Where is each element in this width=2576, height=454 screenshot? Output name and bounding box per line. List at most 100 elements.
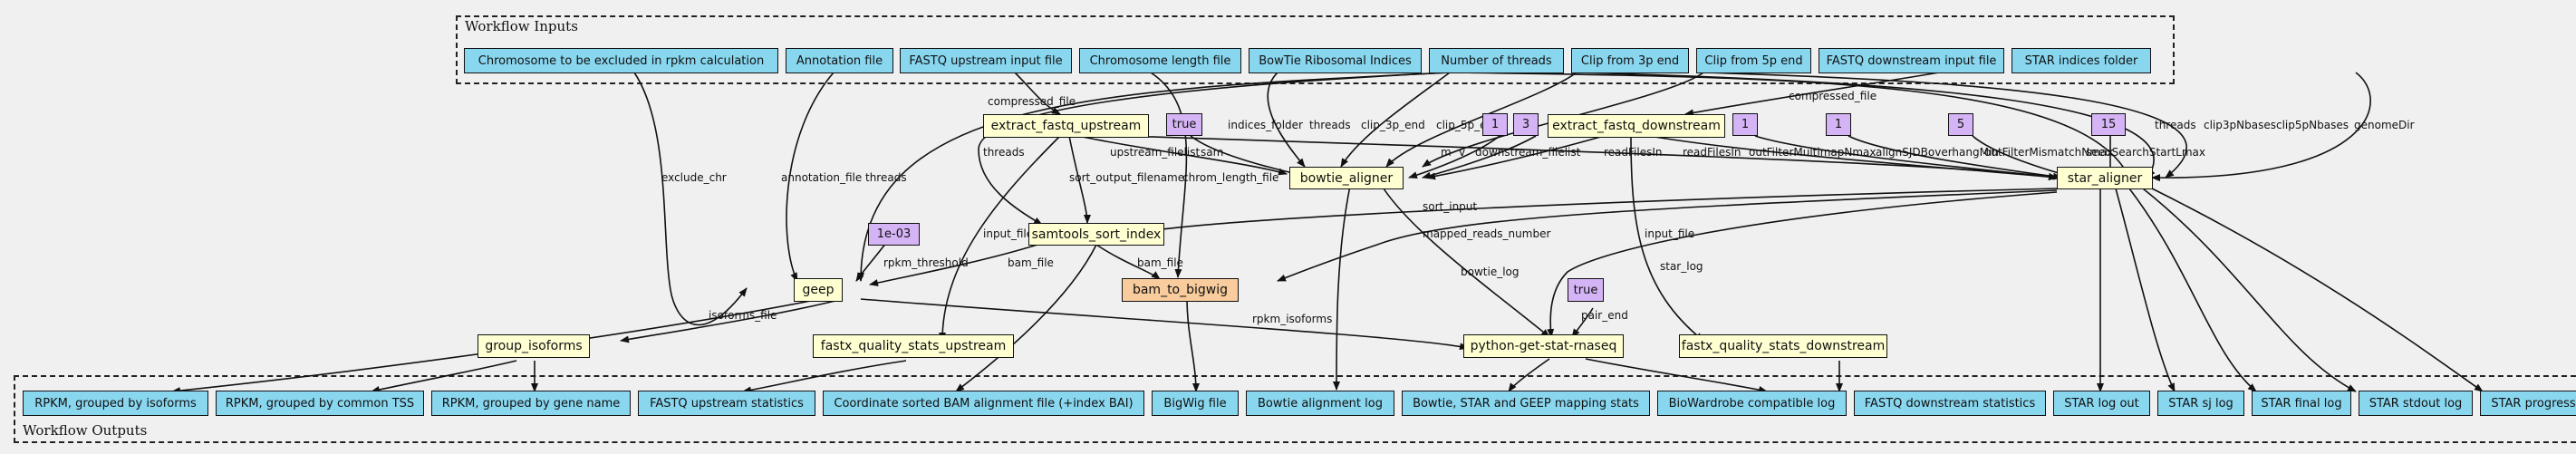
edge-group-tss <box>371 360 517 393</box>
label-threads-star: threads <box>2155 119 2196 131</box>
input-annotation-file[interactable]: Annotation file <box>786 48 893 73</box>
label-isoforms-file: isoforms_file <box>709 309 777 322</box>
label-input-file-down: input_file <box>1645 227 1694 240</box>
edge-bowtie-log-out <box>1333 185 1351 391</box>
edge-chrom-length <box>1150 72 1188 278</box>
label-indices-folder: indices_folder <box>1228 119 1303 131</box>
output-rpkm-gene[interactable]: RPKM, grouped by gene name <box>431 391 631 416</box>
label-chrom-length-file: chrom_length_file <box>1182 171 1278 184</box>
edge-m <box>1408 135 1500 179</box>
input-clip-5p[interactable]: Clip from 5p end <box>1696 48 1811 73</box>
value-alignsjdb[interactable]: 1 <box>1826 113 1851 136</box>
label-mapped-reads: mapped_reads_number <box>1423 227 1550 240</box>
label-bam-file-bw: bam_file <box>1137 256 1183 269</box>
value-seedsearch[interactable]: 15 <box>2091 113 2126 136</box>
edge-alignsjdb <box>1848 135 2062 180</box>
output-fastq-upstream-stats[interactable]: FASTQ upstream statistics <box>638 391 815 416</box>
input-chrom-length[interactable]: Chromosome length file <box>1079 48 1241 73</box>
workflow-inputs-title: Workflow Inputs <box>465 18 578 34</box>
output-rpkm-tss[interactable]: RPKM, grouped by common TSS <box>216 391 424 416</box>
value-rpkm-threshold[interactable]: 1e-03 <box>868 223 920 246</box>
edge-annotation <box>786 72 835 282</box>
output-fastq-downstream-stats[interactable]: FASTQ downstream statistics <box>1854 391 2046 416</box>
edge-fqs-up-out <box>742 360 907 394</box>
workflow-outputs-title: Workflow Outputs <box>23 422 148 439</box>
label-rpkm-threshold: rpkm_threshold <box>883 256 969 269</box>
value-true-sam[interactable]: true <box>1166 113 1202 136</box>
label-downstream-filelist: downstream_filelist <box>1475 146 1581 159</box>
edge-biowardrobe <box>1585 358 1768 393</box>
label-clip5pnbases: clip5pNbases <box>2276 119 2349 131</box>
edge-input-file-up <box>939 135 1061 342</box>
output-sorted-bam[interactable]: Coordinate sorted BAM alignment file (+i… <box>823 391 1144 416</box>
output-star-stdout-log[interactable]: STAR stdout log <box>2359 391 2473 416</box>
edge-clip3p-bowtie <box>1385 72 1577 168</box>
input-bowtie-indices[interactable]: BowTie Ribosomal Indices <box>1249 48 1422 73</box>
input-star-indices[interactable]: STAR indices folder <box>2012 48 2151 73</box>
output-bigwig[interactable]: BigWig file <box>1152 391 1239 416</box>
input-fastq-downstream[interactable]: FASTQ downstream input file <box>1819 48 2004 73</box>
label-bowtie-log: bowtie_log <box>1461 266 1520 278</box>
label-genomedir: genomeDir <box>2354 119 2415 131</box>
edge-mapping-stats <box>1508 358 1550 392</box>
edge-bam-file-bw <box>1095 244 1161 280</box>
output-star-final-log[interactable]: STAR final log <box>2252 391 2351 416</box>
output-bowtie-log[interactable]: Bowtie alignment log <box>1246 391 1394 416</box>
workflow-outputs-frame: Workflow Outputs <box>14 375 2576 443</box>
edge-star-final <box>2128 188 2257 392</box>
label-clip-3p: clip_3p_end <box>1361 119 1425 131</box>
edge-star-sj <box>2115 188 2176 392</box>
label-v: v <box>1459 146 1465 159</box>
output-biowardrobe-log[interactable]: BioWardrobe compatible log <box>1657 391 1847 416</box>
edge-star-log <box>1547 191 2058 338</box>
input-threads[interactable]: Number of threads <box>1429 48 1564 73</box>
step-bowtie-aligner[interactable]: bowtie_aligner <box>1289 167 1404 189</box>
edge-compressed-down <box>1684 72 1940 117</box>
label-readfilesin-2: readFilesIn <box>1683 146 1741 159</box>
edge-exclude-chr <box>633 72 748 326</box>
edge-readfilesin-down <box>1648 135 2058 181</box>
edge-bigwig <box>1186 296 1200 392</box>
label-input-file-up: input_file <box>983 227 1033 240</box>
value-m[interactable]: 1 <box>1482 113 1508 136</box>
edge-indices-folder <box>1267 72 1306 168</box>
step-star-aligner[interactable]: star_aligner <box>2057 167 2153 189</box>
label-annotation-file: annotation_file <box>781 171 862 184</box>
step-fastx-quality-upstream[interactable]: fastx_quality_stats_upstream <box>813 334 1014 358</box>
step-fastx-quality-downstream[interactable]: fastx_quality_stats_downstream <box>1679 334 1887 358</box>
input-fastq-upstream[interactable]: FASTQ upstream input file <box>900 48 1072 73</box>
edge-threads-bowtie <box>1340 72 1451 168</box>
output-star-log-out[interactable]: STAR log out <box>2053 391 2150 416</box>
edge-genomedir <box>2151 72 2371 182</box>
input-clip-3p[interactable]: Clip from 3p end <box>1571 48 1689 73</box>
step-python-get-stat-rnaseq[interactable]: python-get-stat-rnaseq <box>1463 334 1624 358</box>
step-extract-fastq-upstream[interactable]: extract_fastq_upstream <box>983 114 1149 138</box>
label-alignsjdb: alignSJDBoverhangMin <box>1876 146 1999 159</box>
edge-star-stdout <box>2142 188 2357 392</box>
output-rpkm-isoforms[interactable]: RPKM, grouped by isoforms <box>23 391 208 416</box>
label-star-log: star_log <box>1660 260 1703 273</box>
input-exclude-chr[interactable]: Chromosome to be excluded in rpkm calcul… <box>464 48 778 73</box>
value-outfiltermultimap[interactable]: 1 <box>1732 113 1758 136</box>
label-compressed-down: compressed_file <box>1789 90 1877 102</box>
label-outfiltermultimap: outFilterMultimapNmax <box>1749 146 1876 159</box>
value-outfiltermismatch[interactable]: 5 <box>1948 113 1973 136</box>
label-exclude-chr: exclude_chr <box>661 171 727 184</box>
output-mapping-stats[interactable]: Bowtie, STAR and GEEP mapping stats <box>1402 391 1650 416</box>
output-star-sj-log[interactable]: STAR sj log <box>2157 391 2244 416</box>
label-rpkm-isoforms: rpkm_isoforms <box>1252 313 1332 325</box>
value-v[interactable]: 3 <box>1513 113 1539 136</box>
label-seedsearch: seedSearchStartLmax <box>2086 146 2205 159</box>
step-geep[interactable]: geep <box>794 278 843 302</box>
output-star-progress-log[interactable]: STAR progress log <box>2480 391 2576 416</box>
step-bam-to-bigwig[interactable]: bam_to_bigwig <box>1122 278 1239 302</box>
edge-sort-output-filename <box>1068 135 1091 224</box>
step-samtools-sort-index[interactable]: samtools_sort_index <box>1028 223 1164 246</box>
step-group-isoforms[interactable]: group_isoforms <box>478 334 590 358</box>
value-pair-end[interactable]: true <box>1568 278 1604 302</box>
label-threads-bowtie: threads <box>1309 119 1351 131</box>
edge-bowtie-log <box>1381 185 1550 338</box>
label-bam-file-geep: bam_file <box>1008 256 1054 269</box>
label-clip3pnbases: clip3pNbases <box>2204 119 2276 131</box>
step-extract-fastq-downstream[interactable]: extract_fastq_downstream <box>1548 114 1725 138</box>
